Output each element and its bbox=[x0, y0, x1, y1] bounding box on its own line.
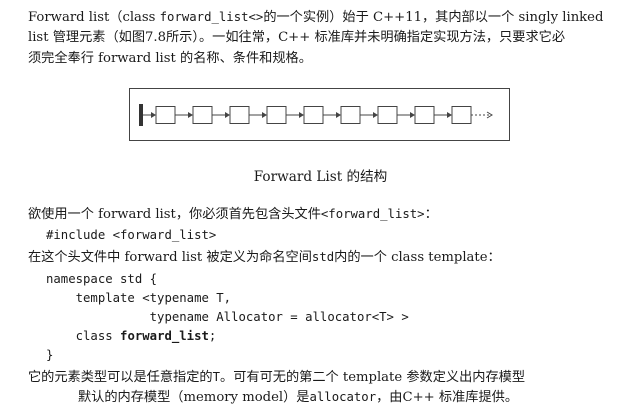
closing-text: ，由C++ 标准库提供。 bbox=[376, 390, 519, 405]
node-arrow-icon bbox=[373, 112, 378, 118]
list-node bbox=[155, 106, 176, 124]
intro-line-2: list 管理元素（如图7.8所示）。一如往常，C++ 标准库并未明确指定实现方… bbox=[28, 30, 566, 45]
code-punct: ; bbox=[208, 329, 217, 343]
node-arrow-icon bbox=[447, 112, 452, 118]
closing-text: 。可有可无的第二个 template 参数定义出内存模型 bbox=[220, 370, 526, 385]
list-node bbox=[414, 106, 435, 124]
namespace-intro: 在这个头文件中 forward list 被定义为命名空间std内的一个 cla… bbox=[28, 248, 501, 267]
node-arrow-icon bbox=[262, 112, 267, 118]
closing-line-2: 默认的内存模型（memory model）是allocator，由C++ 标准库… bbox=[78, 388, 518, 407]
list-node bbox=[303, 106, 324, 124]
include-code: #include <forward_list> bbox=[46, 228, 217, 242]
list-node bbox=[229, 106, 250, 124]
code-line-2: template <typename T, bbox=[46, 291, 232, 305]
tail-arrow-icon bbox=[486, 111, 493, 119]
list-node bbox=[451, 106, 472, 124]
list-head-marker bbox=[139, 104, 143, 126]
intro-line-1: Forward list（class forward_list<>的一个实例）始… bbox=[28, 8, 603, 27]
closing-text: 它的元素类型可以是任意指定的 bbox=[28, 370, 213, 385]
list-node bbox=[377, 106, 398, 124]
list-node bbox=[340, 106, 361, 124]
namespace-text: 内的一个 class template： bbox=[334, 250, 501, 265]
inline-code: forward_list<> bbox=[159, 10, 264, 24]
include-text: 欲使用一个 forward list，你必须首先包含头文件 bbox=[28, 207, 321, 222]
figure-caption: Forward List 的结构 bbox=[253, 169, 388, 185]
intro-line-3: 须完全奉行 forward list 的名称、条件和规格。 bbox=[28, 51, 312, 66]
head-arrow-icon bbox=[151, 112, 156, 118]
intro-text: Forward list（class bbox=[28, 10, 160, 25]
forward-list-svg bbox=[139, 104, 493, 126]
forward-list-diagram bbox=[129, 88, 510, 141]
node-arrow-icon bbox=[188, 112, 193, 118]
node-arrow-icon bbox=[336, 112, 341, 118]
inline-code: T bbox=[212, 370, 221, 384]
code-line-3: typename Allocator = allocator<T> > bbox=[46, 310, 409, 324]
code-line-4: class forward_list; bbox=[46, 327, 217, 345]
namespace-text: 在这个头文件中 forward list 被定义为命名空间 bbox=[28, 250, 312, 265]
closing-text: 默认的内存模型（memory model）是 bbox=[78, 390, 310, 405]
include-intro: 欲使用一个 forward list，你必须首先包含头文件<forward_li… bbox=[28, 205, 438, 224]
code-keyword: class bbox=[46, 329, 121, 343]
inline-code: <forward_list> bbox=[320, 207, 425, 221]
include-text: ： bbox=[424, 207, 438, 222]
node-arrow-icon bbox=[299, 112, 304, 118]
code-line-1: namespace std { bbox=[46, 272, 158, 286]
list-node bbox=[192, 106, 213, 124]
node-arrow-icon bbox=[410, 112, 415, 118]
inline-code: allocator bbox=[309, 390, 377, 404]
closing-line-1: 它的元素类型可以是任意指定的T。可有可无的第二个 template 参数定义出内… bbox=[28, 368, 525, 387]
intro-text: 的一个实例）始于 C++11，其内部以一个 singly linked bbox=[263, 10, 604, 25]
code-line-5: } bbox=[46, 348, 54, 362]
list-node bbox=[266, 106, 287, 124]
node-arrow-icon bbox=[225, 112, 230, 118]
code-class-name: forward_list bbox=[120, 329, 209, 343]
inline-code: std bbox=[311, 250, 335, 264]
